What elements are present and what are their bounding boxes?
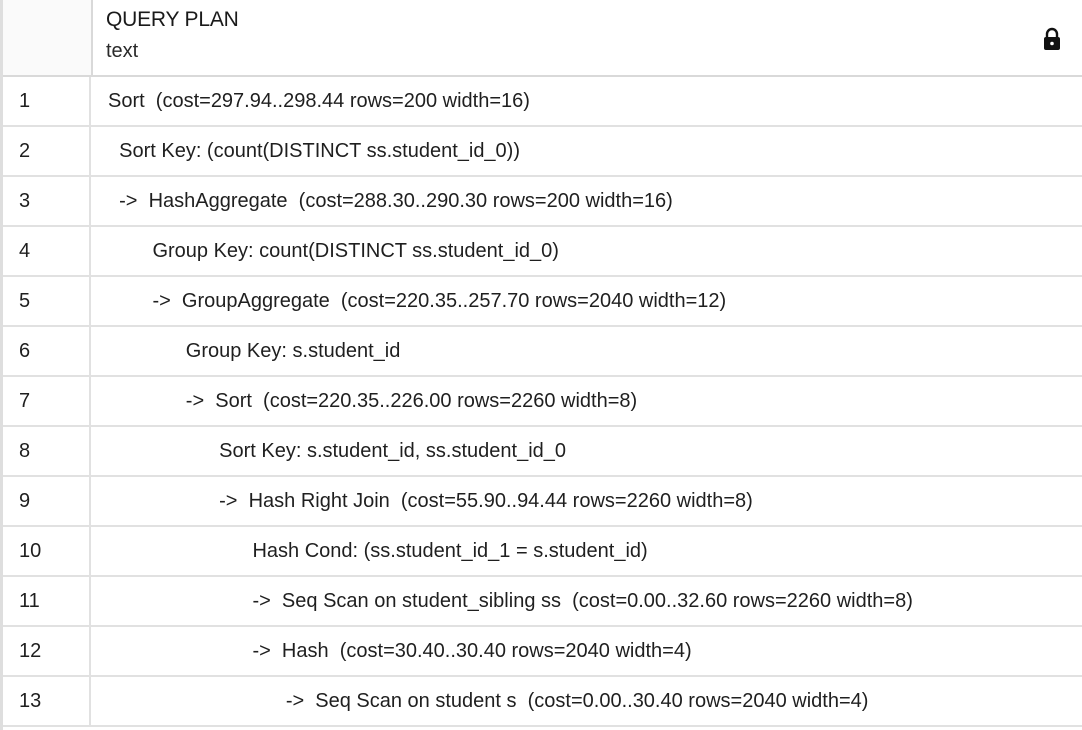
query-plan-cell[interactable]: -> Hash Right Join (cost=55.90..94.44 ro… — [91, 477, 1082, 525]
query-plan-cell[interactable]: -> HashAggregate (cost=288.30..290.30 ro… — [91, 177, 1082, 225]
table-row[interactable]: 5 -> GroupAggregate (cost=220.35..257.70… — [3, 277, 1082, 327]
query-plan-cell[interactable]: Group Key: s.student_id — [91, 327, 1082, 375]
query-plan-text: Group Key: s.student_id — [108, 339, 401, 362]
column-type: text — [106, 40, 139, 62]
table-row[interactable]: 4 Group Key: count(DISTINCT ss.student_i… — [3, 227, 1082, 277]
query-plan-text: -> Hash (cost=30.40..30.40 rows=2040 wid… — [108, 639, 692, 662]
row-number: 7 — [3, 377, 91, 425]
row-number: 9 — [3, 477, 91, 525]
query-plan-cell[interactable]: Sort Key: s.student_id, ss.student_id_0 — [91, 427, 1082, 475]
query-plan-text: Sort Key: s.student_id, ss.student_id_0 — [108, 439, 567, 462]
query-plan-text: Sort (cost=297.94..298.44 rows=200 width… — [108, 89, 530, 112]
query-plan-cell[interactable]: Sort (cost=297.94..298.44 rows=200 width… — [91, 77, 1082, 125]
query-plan-text: Sort Key: (count(DISTINCT ss.student_id_… — [108, 139, 521, 162]
query-plan-text: -> HashAggregate (cost=288.30..290.30 ro… — [108, 189, 673, 212]
row-number: 10 — [3, 527, 91, 575]
row-number: 11 — [3, 577, 91, 625]
table-row[interactable]: 3 -> HashAggregate (cost=288.30..290.30 … — [3, 177, 1082, 227]
query-plan-text: Group Key: count(DISTINCT ss.student_id_… — [108, 239, 559, 262]
table-row[interactable]: 12 -> Hash (cost=30.40..30.40 rows=2040 … — [3, 627, 1082, 677]
query-plan-text: -> GroupAggregate (cost=220.35..257.70 r… — [108, 289, 727, 312]
query-plan-text: -> Hash Right Join (cost=55.90..94.44 ro… — [108, 489, 753, 512]
query-plan-cell[interactable]: -> Seq Scan on student_sibling ss (cost=… — [91, 577, 1082, 625]
query-plan-cell[interactable]: Sort Key: (count(DISTINCT ss.student_id_… — [91, 127, 1082, 175]
row-number: 3 — [3, 177, 91, 225]
query-plan-cell[interactable]: Hash Cond: (ss.student_id_1 = s.student_… — [91, 527, 1082, 575]
row-number: 13 — [3, 677, 91, 725]
table-row[interactable]: 11 -> Seq Scan on student_sibling ss (co… — [3, 577, 1082, 627]
query-plan-text: -> Sort (cost=220.35..226.00 rows=2260 w… — [108, 389, 638, 412]
query-plan-cell[interactable]: -> GroupAggregate (cost=220.35..257.70 r… — [91, 277, 1082, 325]
row-number: 6 — [3, 327, 91, 375]
query-plan-text: -> Seq Scan on student_sibling ss (cost=… — [108, 589, 913, 612]
row-number: 12 — [3, 627, 91, 675]
row-number: 5 — [3, 277, 91, 325]
query-plan-cell[interactable]: -> Sort (cost=220.35..226.00 rows=2260 w… — [91, 377, 1082, 425]
column-name: QUERY PLAN — [106, 8, 239, 31]
query-plan-cell[interactable]: Group Key: count(DISTINCT ss.student_id_… — [91, 227, 1082, 275]
lock-icon — [1044, 27, 1060, 50]
table-row[interactable]: 2 Sort Key: (count(DISTINCT ss.student_i… — [3, 127, 1082, 177]
query-plan-cell[interactable]: -> Seq Scan on student s (cost=0.00..30.… — [91, 677, 1082, 725]
query-plan-cell[interactable]: -> Hash (cost=30.40..30.40 rows=2040 wid… — [91, 627, 1082, 675]
grid-header: QUERY PLAN text — [3, 0, 1082, 77]
column-header-query-plan[interactable]: QUERY PLAN text — [93, 0, 1082, 75]
table-row[interactable]: 6 Group Key: s.student_id — [3, 327, 1082, 377]
row-number: 2 — [3, 127, 91, 175]
row-number-header — [3, 0, 93, 75]
query-plan-text: Hash Cond: (ss.student_id_1 = s.student_… — [108, 539, 648, 562]
grid-body: 1 Sort (cost=297.94..298.44 rows=200 widt… — [3, 77, 1082, 727]
table-row[interactable]: 8 Sort Key: s.student_id, ss.student_id_… — [3, 427, 1082, 477]
table-row[interactable]: 9 -> Hash Right Join (cost=55.90..94.44 … — [3, 477, 1082, 527]
row-number: 8 — [3, 427, 91, 475]
table-row[interactable]: 13 -> Seq Scan on student s (cost=0.00..… — [3, 677, 1082, 727]
query-plan-text: -> Seq Scan on student s (cost=0.00..30.… — [108, 689, 869, 712]
table-row[interactable]: 10 Hash Cond: (ss.student_id_1 = s.stude… — [3, 527, 1082, 577]
row-number: 1 — [3, 77, 91, 125]
table-row[interactable]: 1 Sort (cost=297.94..298.44 rows=200 widt… — [3, 77, 1082, 127]
row-number: 4 — [3, 227, 91, 275]
table-row[interactable]: 7 -> Sort (cost=220.35..226.00 rows=2260… — [3, 377, 1082, 427]
